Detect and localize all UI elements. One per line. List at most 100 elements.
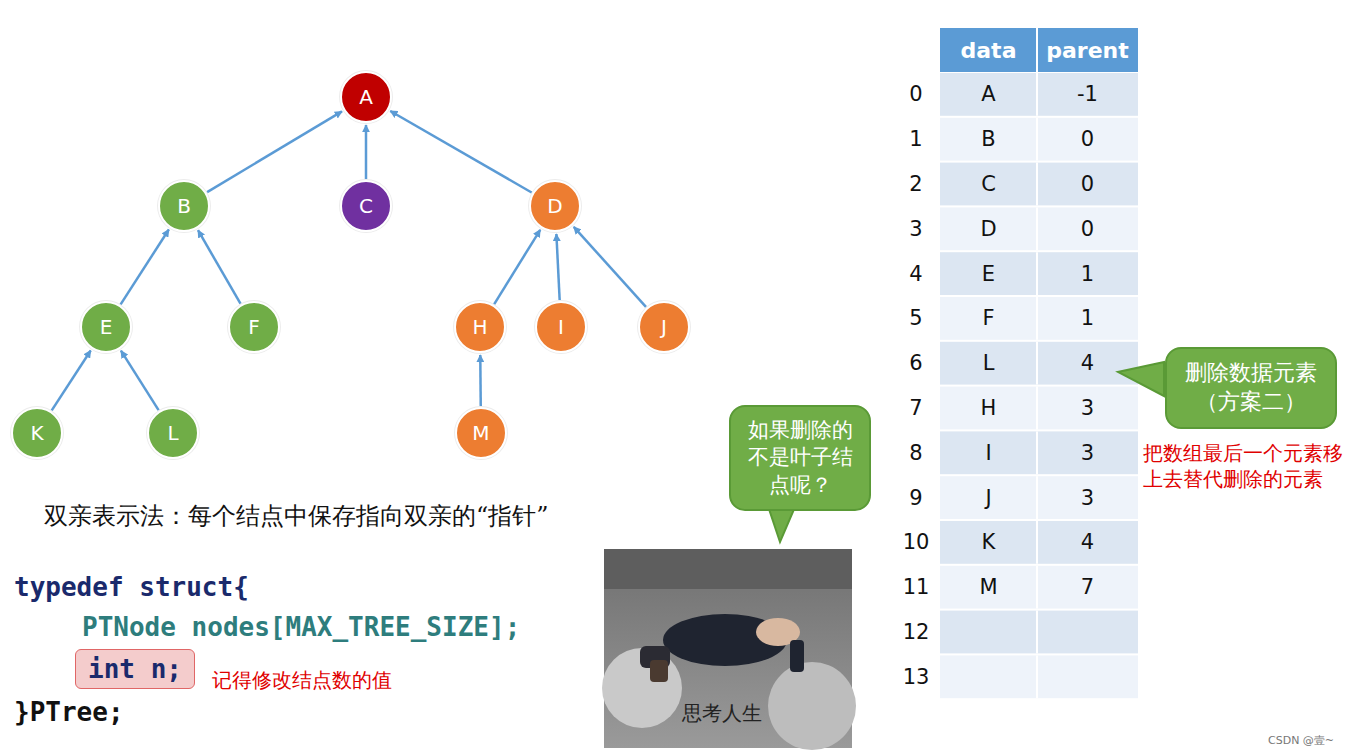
meme-photo — [602, 549, 856, 750]
row-index: 10 — [896, 521, 936, 564]
row-index: 2 — [896, 163, 936, 206]
tree-node: C — [340, 180, 392, 232]
row-index: 7 — [896, 387, 936, 430]
tree-node: B — [158, 180, 210, 232]
node-text: I — [558, 315, 564, 339]
table-cell: -1 — [1037, 73, 1138, 116]
table-row — [940, 118, 1138, 161]
table-row — [940, 611, 1138, 654]
row-index: 5 — [896, 297, 936, 340]
parent-pointer-arrow — [121, 230, 169, 305]
table-divider — [1036, 611, 1038, 654]
table-cell: H — [940, 387, 1037, 430]
table-row — [940, 252, 1138, 295]
table-cell: 0 — [1037, 118, 1138, 161]
table-cell: 4 — [1037, 521, 1138, 564]
table-row — [940, 163, 1138, 206]
row-index: 3 — [896, 207, 936, 250]
table-divider — [1036, 207, 1038, 250]
node-text: F — [248, 315, 260, 339]
tree-node: M — [455, 407, 507, 459]
row-index: 9 — [896, 476, 936, 519]
table-row — [940, 655, 1138, 698]
table-divider — [1036, 387, 1038, 430]
table-cell: 3 — [1037, 476, 1138, 519]
table-divider — [1036, 297, 1038, 340]
tree-node: E — [80, 301, 132, 353]
parent-pointer-arrow — [207, 111, 342, 192]
table-cell: B — [940, 118, 1037, 161]
parent-pointer-arrow — [574, 227, 646, 307]
row-index: 11 — [896, 566, 936, 609]
table-row — [940, 521, 1138, 564]
parent-pointer-arrow — [494, 230, 540, 304]
code-line: typedef struct{ — [14, 572, 249, 602]
row-index: 8 — [896, 431, 936, 474]
parent-pointer-arrow — [479, 355, 482, 406]
node-text: 如果删除的不是叶子结点呢？ — [745, 417, 855, 499]
table-cell: I — [940, 431, 1037, 474]
table-header: parent — [1037, 28, 1138, 72]
table-row — [940, 207, 1138, 250]
callout-bubble: 删除数据元素（方案二） — [1165, 347, 1337, 428]
node-text: D — [547, 194, 562, 218]
table-cell: 7 — [1037, 566, 1138, 609]
tree-node: L — [147, 407, 199, 459]
table-row — [940, 566, 1138, 609]
tree-node: D — [529, 180, 581, 232]
table-cell: F — [940, 297, 1037, 340]
node-text: C — [359, 194, 373, 218]
tree-node: A — [340, 71, 392, 123]
table-cell: 0 — [1037, 207, 1138, 250]
table-row — [940, 297, 1138, 340]
row-index: 0 — [896, 73, 936, 116]
callout-bubble: 如果删除的不是叶子结点呢？ — [729, 405, 871, 511]
table-cell: L — [940, 342, 1037, 385]
tree-node: J — [638, 301, 690, 353]
table-divider — [1036, 566, 1038, 609]
table-cell: A — [940, 73, 1037, 116]
tree-node: I — [535, 301, 587, 353]
node-text: int n; — [88, 654, 182, 684]
table-row — [940, 387, 1138, 430]
table-cell: 0 — [1037, 163, 1138, 206]
row-index: 1 — [896, 118, 936, 161]
note-text: 思考人生 — [682, 700, 762, 727]
table-divider — [1036, 342, 1038, 385]
table-header: data — [940, 28, 1037, 72]
table-grid — [940, 28, 1138, 698]
table-row — [940, 342, 1138, 385]
table-row — [940, 73, 1138, 116]
parent-pointer-arrow — [198, 230, 240, 303]
table-cell: C — [940, 163, 1037, 206]
node-text: K — [30, 421, 43, 445]
node-text: A — [359, 85, 373, 109]
table-row — [940, 431, 1138, 474]
code-line: PTNode nodes[MAX_TREE_SIZE]; — [82, 612, 520, 642]
table-divider — [1036, 163, 1038, 206]
table-cell: M — [940, 566, 1037, 609]
parent-pointer-arrow — [52, 350, 91, 410]
row-index: 13 — [896, 655, 936, 698]
node-text: B — [177, 194, 191, 218]
table-cell: D — [940, 207, 1037, 250]
table-cell: J — [940, 476, 1037, 519]
table-cell: 1 — [1037, 252, 1138, 295]
table-divider — [1036, 73, 1038, 116]
table-divider — [1036, 252, 1038, 295]
parent-pointer-arrow — [390, 111, 531, 193]
tree-node: H — [454, 301, 506, 353]
tree-node: F — [228, 301, 280, 353]
node-text: 删除数据元素（方案二） — [1181, 359, 1321, 416]
table-cell: 3 — [1037, 431, 1138, 474]
tree-node: K — [11, 407, 63, 459]
table-divider — [1036, 476, 1038, 519]
code-line: }PTree; — [14, 697, 124, 727]
note-text: 双亲表示法：每个结点中保存指向双亲的“指针” — [44, 500, 549, 532]
watermark: CSDN @壹~ — [1268, 733, 1334, 748]
node-text: H — [472, 315, 487, 339]
table-cell: E — [940, 252, 1037, 295]
node-text: M — [472, 421, 489, 445]
table-divider — [1036, 655, 1038, 698]
node-text: J — [661, 315, 667, 339]
